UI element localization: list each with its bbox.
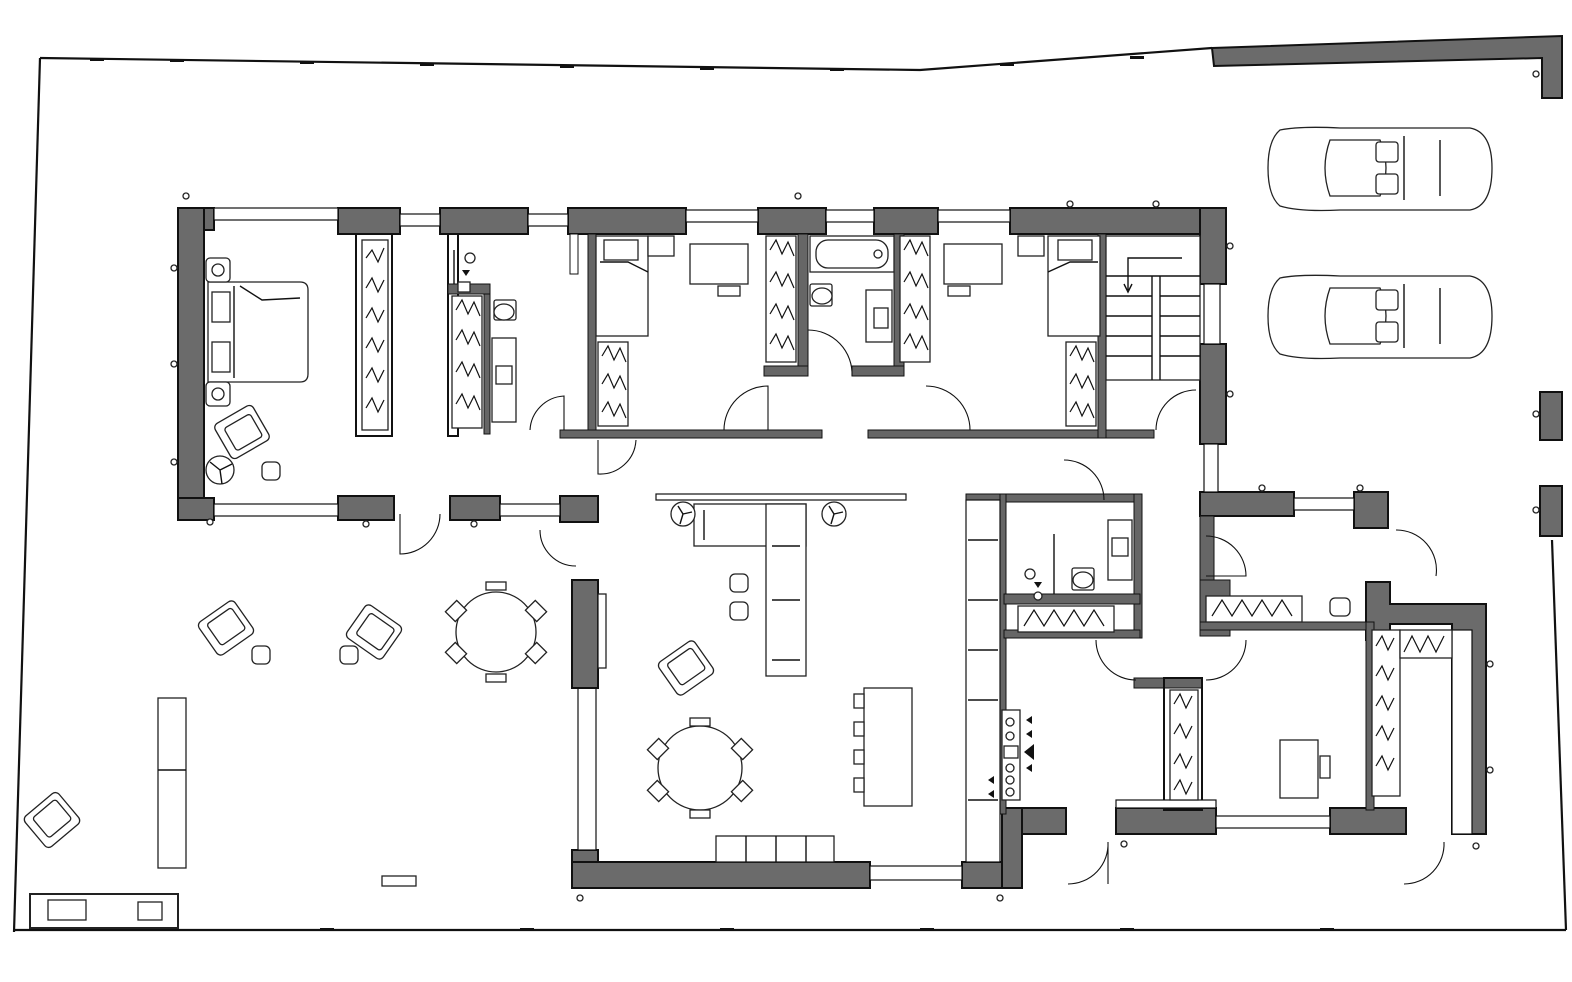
- terrace: [23, 581, 548, 929]
- study: [1279, 597, 1351, 799]
- car-2: [1267, 274, 1493, 360]
- bedroom-3: [943, 235, 1101, 337]
- bedroom-2: [595, 235, 749, 337]
- bathroom: [809, 235, 895, 343]
- wc: [1024, 519, 1133, 601]
- ensuite-bathroom: [453, 250, 517, 423]
- interior-walls: [355, 233, 1375, 863]
- windows: [213, 207, 1473, 881]
- living-room: [655, 493, 907, 696]
- fireplace: [571, 579, 607, 689]
- wardrobes: [361, 235, 1453, 801]
- car-1: [1267, 126, 1493, 212]
- staircase: [1105, 235, 1201, 381]
- carport-wall: [1210, 34, 1563, 537]
- master-bedroom: [205, 257, 309, 485]
- property-boundary: [12, 46, 1568, 933]
- wall-lights: [170, 70, 1540, 902]
- dining-kitchen: [646, 539, 1034, 863]
- doors: [399, 329, 1445, 885]
